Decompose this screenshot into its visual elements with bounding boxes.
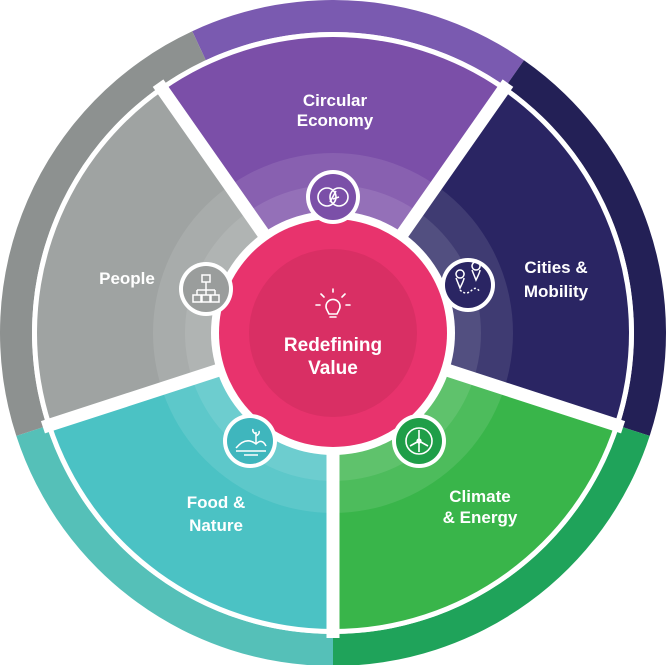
icon-badges [179, 170, 495, 468]
wind-turbine-icon [405, 427, 433, 455]
badge-people[interactable] [179, 262, 233, 316]
outer-ring-cities-mobility [505, 60, 666, 436]
label-cities-mobility-line-2: Mobility [524, 282, 589, 301]
badge-cities-mobility[interactable] [441, 258, 495, 312]
label-cities-mobility-line-1: Cities & [524, 258, 587, 277]
people-network-icon [192, 274, 220, 303]
center-title-line-1: Redefining [284, 335, 382, 356]
badge-climate-energy[interactable] [392, 414, 446, 468]
center-hub: Redefining Value [211, 211, 455, 455]
badge-circular-economy[interactable] [306, 170, 360, 224]
label-food-nature-line-2: Nature [189, 516, 243, 535]
outer-ring-climate-energy [333, 426, 650, 665]
lightbulb-icon [315, 288, 351, 318]
label-circular-economy-line-1: Circular [303, 91, 368, 110]
label-climate-energy-line-2: & Energy [443, 508, 518, 527]
outer-ring-circular-economy [192, 0, 525, 87]
label-people: People [99, 269, 155, 288]
center-hub-inner [249, 249, 417, 417]
center-title-line-2: Value [308, 358, 358, 379]
map-route-icon [455, 261, 481, 294]
circular-economy-icon [317, 187, 349, 207]
segment-labels: Circular Economy Cities & Mobility Clima… [99, 91, 589, 535]
outer-ring-people [0, 31, 206, 436]
label-circular-economy-line-2: Economy [297, 111, 374, 130]
landscape-icon [235, 428, 267, 456]
label-climate-energy-line-1: Climate [449, 487, 510, 506]
outer-ring-food-nature [16, 426, 333, 665]
label-food-nature-line-1: Food & [187, 493, 246, 512]
badge-food-nature[interactable] [223, 414, 277, 468]
